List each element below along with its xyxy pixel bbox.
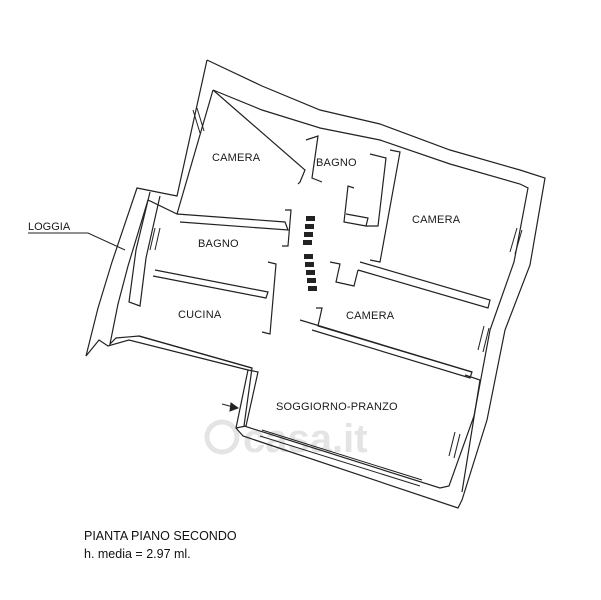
windows [149, 107, 523, 487]
loggia-wall [128, 191, 161, 307]
window-loggia [149, 227, 161, 251]
wall-soggiorno-right [461, 374, 481, 493]
window-soggiorno [448, 431, 461, 459]
wall-bagno1-right [366, 153, 387, 227]
room-label-camera-1: CAMERA [212, 152, 261, 164]
window-soggiorno-bottom [259, 429, 423, 487]
wall-camera2-bottom [357, 261, 491, 309]
wall-camera2-left [369, 149, 401, 263]
room-label-bagno-1: BAGNO [316, 157, 357, 169]
plan-title: PIANTA PIANO SECONDO [84, 529, 237, 543]
loggia-label: LOGGIA [28, 221, 71, 233]
window-camera-1 [192, 107, 205, 134]
loggia-leader [28, 232, 126, 251]
stair-marks [303, 216, 317, 291]
room-label-camera-3: CAMERA [346, 310, 395, 322]
wall-cucina-soggiorno [138, 335, 253, 369]
entrance-arrow-icon [221, 402, 240, 412]
room-label-bagno-2: BAGNO [198, 238, 239, 250]
room-label-soggiorno: SOGGIORNO-PRANZO [276, 401, 398, 413]
wall-corridor-stub [329, 261, 359, 287]
wall-soggiorno-left [235, 369, 259, 429]
wall-camera1-bagno2 [176, 213, 289, 231]
wall-bagno1-bottom [343, 185, 369, 227]
room-label-camera-2: CAMERA [412, 214, 461, 226]
room-label-cucina: CUCINA [178, 309, 222, 321]
wall-bagno1-left [305, 135, 323, 183]
window-camera-2 [509, 227, 523, 255]
window-camera-3 [477, 325, 490, 353]
wall-bagno2-right [282, 209, 292, 247]
wall-bagno2-cucina [152, 269, 269, 299]
outer-wall-inner [109, 89, 529, 489]
outer-wall-outer [85, 59, 546, 509]
wall-cucina-right [261, 261, 277, 335]
walls [85, 59, 546, 509]
wall-camera1-right [212, 89, 306, 185]
watermark-text: casa.it [243, 417, 368, 461]
plan-average-height: h. media = 2.97 ml. [84, 547, 191, 561]
watermark: casa.it [204, 417, 368, 461]
wall-camera3-bottom [299, 319, 473, 373]
